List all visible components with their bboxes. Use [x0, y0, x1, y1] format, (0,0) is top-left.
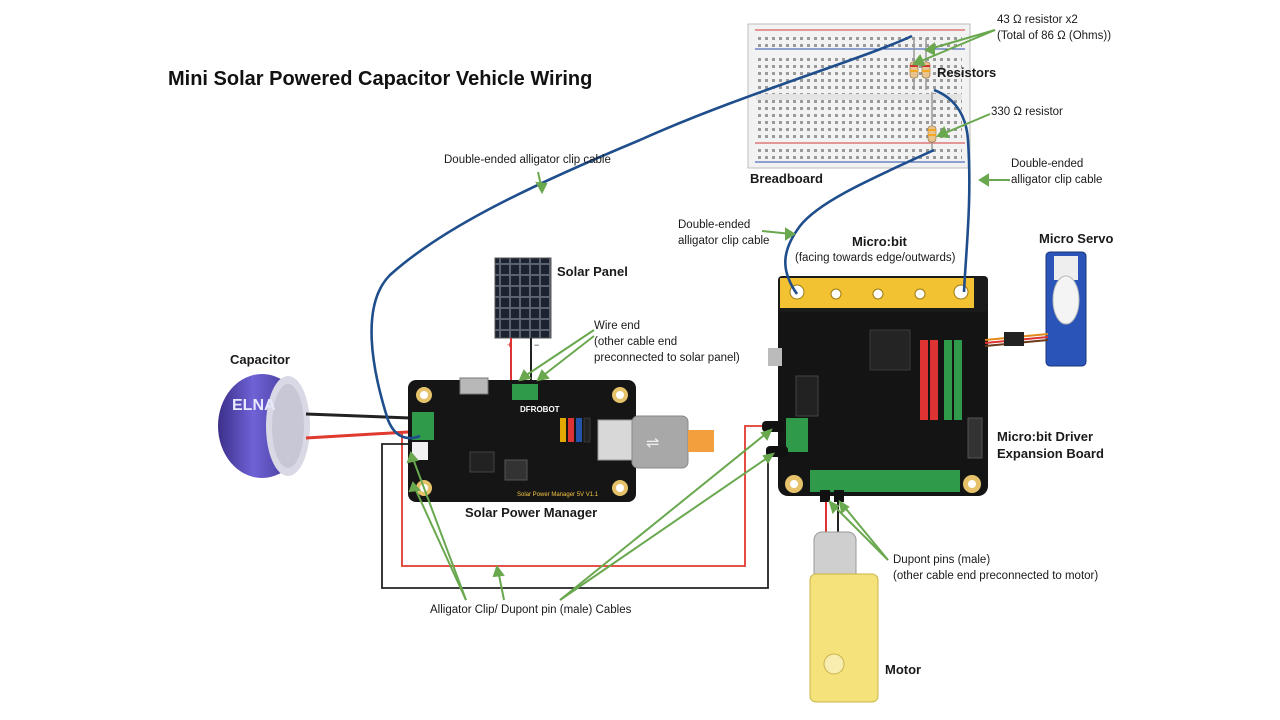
capacitor-print: ELNA	[232, 397, 276, 414]
resistor-43-line2: (Total of 86 Ω (Ohms))	[997, 30, 1112, 42]
microbit-label: Micro:bit	[852, 234, 907, 249]
diagram-title: Mini Solar Powered Capacitor Vehicle Wir…	[168, 68, 593, 90]
alligator-dupont-label: Alligator Clip/ Dupont pin (male) Cables	[430, 604, 632, 616]
driver-line1: Micro:bit Driver	[997, 429, 1094, 444]
solar-panel: + −	[494, 257, 552, 385]
capacitor-label: Capacitor	[230, 352, 290, 367]
wire-end-label: Wire end (other cable end preconnected t…	[594, 318, 740, 366]
manager-model: Solar Power Manager 5V V1.1	[517, 492, 599, 498]
resistor-43-label: 43 Ω resistor x2 (Total of 86 Ω (Ohms))	[997, 12, 1111, 44]
breadboard	[747, 23, 971, 169]
capacitor: ELNA	[218, 374, 411, 478]
alligator-cable-label-mid: Double-ended alligator clip cable	[678, 217, 769, 249]
resistor-43-ohm	[909, 38, 919, 90]
resistor-330-label: 330 Ω resistor	[991, 106, 1063, 118]
wire-end-line2: (other cable end	[594, 336, 678, 348]
dupont-line2: (other cable end preconnected to motor)	[893, 570, 1099, 582]
svg-text:+: +	[507, 340, 512, 350]
alligator-mid-line1: Double-ended	[678, 219, 751, 231]
breadboard-label: Breadboard	[750, 171, 823, 186]
alligator-cable-label-top: Double-ended alligator clip cable	[444, 154, 611, 166]
svg-text:⇌: ⇌	[646, 433, 659, 452]
motor-label: Motor	[885, 662, 922, 677]
dupont-pins-label: Dupont pins (male) (other cable end prec…	[893, 552, 1098, 584]
dupont-line1: Dupont pins (male)	[893, 554, 991, 566]
svg-text:−: −	[534, 340, 539, 350]
manager-brand: DFROBOT	[520, 405, 560, 414]
annotation-arrows	[406, 29, 1010, 601]
resistors-label: Resistors	[937, 65, 997, 80]
microbit-note: (facing towards edge/outwards)	[795, 252, 956, 264]
solar-power-manager-label: Solar Power Manager	[465, 505, 598, 520]
wire-end-line1: Wire end	[594, 320, 641, 332]
microbit-expansion-board	[768, 276, 988, 496]
alligator-clip-cables	[370, 34, 971, 440]
driver-line2: Expansion Board	[997, 446, 1104, 461]
resistor-330-ohm	[927, 92, 937, 152]
motor	[809, 490, 879, 703]
solar-power-manager-board: DFROBOT Solar Power Manager 5V V1.1	[408, 377, 636, 502]
driver-board-label: Micro:bit Driver Expansion Board	[997, 428, 1104, 462]
wire-end-line3: preconnected to solar panel)	[594, 352, 740, 364]
usb-plug: ⇌	[597, 415, 714, 469]
micro-servo	[984, 251, 1087, 367]
resistor-43-line1: 43 Ω resistor x2	[997, 14, 1078, 26]
alligator-mid-line2: alligator clip cable	[678, 235, 770, 247]
alligator-cable-label-right: Double-ended alligator clip cable	[1011, 156, 1102, 188]
micro-servo-label: Micro Servo	[1039, 231, 1114, 246]
alligator-right-line1: Double-ended	[1011, 158, 1084, 170]
alligator-right-line2: alligator clip cable	[1011, 174, 1103, 186]
solar-panel-label: Solar Panel	[557, 264, 628, 279]
